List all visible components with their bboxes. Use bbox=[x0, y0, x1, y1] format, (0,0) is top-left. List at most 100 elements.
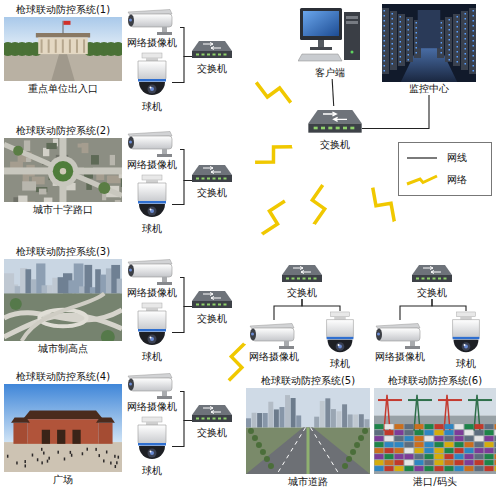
illustration-part bbox=[296, 415, 301, 427]
illustration-part bbox=[485, 448, 494, 453]
illustration-part bbox=[42, 430, 50, 444]
device-icon bbox=[308, 106, 362, 138]
illustration-part bbox=[460, 317, 472, 320]
network-switch: 交换机 bbox=[282, 262, 322, 299]
illustration-part bbox=[485, 454, 494, 459]
illustration-part bbox=[314, 417, 319, 428]
illustration-part bbox=[392, 43, 394, 45]
illustration-part bbox=[465, 38, 467, 40]
device-label: 球机 bbox=[142, 350, 162, 363]
illustration-part bbox=[207, 418, 210, 420]
illustration-part bbox=[218, 418, 221, 420]
illustration-part bbox=[475, 430, 484, 435]
illustration-part bbox=[362, 428, 368, 434]
device-icon bbox=[132, 416, 172, 464]
illustration-part bbox=[495, 466, 497, 471]
illustration-part bbox=[465, 18, 467, 20]
illustration-part bbox=[457, 31, 459, 33]
illustration-part bbox=[422, 278, 425, 280]
scene-photo: 枪球联动防控系统(3)城市制高点 bbox=[4, 245, 122, 355]
illustration-part bbox=[400, 56, 402, 58]
illustration-part bbox=[407, 176, 437, 184]
illustration-part bbox=[338, 344, 340, 346]
bullet-camera: 网络摄像机 bbox=[246, 320, 302, 363]
illustration-part bbox=[395, 454, 404, 459]
illustration-part bbox=[146, 308, 158, 311]
illustration-part bbox=[129, 383, 132, 386]
illustration-part bbox=[473, 60, 475, 62]
illustration-part bbox=[320, 401, 325, 428]
network-cable bbox=[180, 392, 192, 421]
illustration-part bbox=[211, 47, 221, 50]
illustration-part bbox=[384, 30, 386, 32]
illustration-part bbox=[375, 430, 384, 435]
illustration-part bbox=[441, 27, 443, 29]
illustration-part bbox=[142, 417, 162, 422]
illustration-part bbox=[4, 53, 122, 81]
illustration-part bbox=[435, 442, 444, 447]
illustration-part bbox=[13, 423, 27, 444]
wireless-link bbox=[306, 151, 330, 262]
illustration-part bbox=[433, 278, 436, 280]
illustration-part bbox=[415, 454, 424, 459]
illustration-part bbox=[408, 24, 410, 26]
illustration-part bbox=[408, 399, 432, 401]
illustration-part bbox=[485, 430, 494, 435]
illustration-part bbox=[32, 454, 34, 457]
device-icon bbox=[246, 320, 302, 350]
illustration-part bbox=[116, 461, 118, 464]
illustration-part bbox=[192, 405, 232, 422]
illustration-part bbox=[218, 178, 221, 180]
illustration-part bbox=[207, 178, 210, 180]
device-label: 球机 bbox=[142, 222, 162, 235]
illustration-part bbox=[405, 346, 420, 349]
illustration-part bbox=[150, 87, 152, 89]
illustration-part bbox=[23, 410, 103, 419]
legend-text: 网线 bbox=[447, 151, 467, 165]
legend-box: 网线网络 bbox=[398, 142, 492, 196]
illustration-part bbox=[118, 456, 120, 459]
illustration-part bbox=[297, 278, 300, 280]
illustration-part bbox=[469, 8, 476, 74]
illustration-part bbox=[224, 54, 227, 56]
illustration-part bbox=[382, 8, 389, 74]
legend-swatch bbox=[405, 174, 439, 186]
illustration-part bbox=[101, 275, 107, 294]
illustration-part bbox=[202, 418, 205, 420]
network-cable bbox=[172, 421, 192, 447]
bullet-camera: 网络摄像机 bbox=[124, 6, 180, 49]
illustration-part bbox=[385, 442, 394, 447]
illustration-part bbox=[465, 63, 467, 65]
illustration-part bbox=[196, 54, 199, 56]
illustration-part bbox=[425, 460, 434, 465]
illustration-part bbox=[455, 460, 464, 465]
device-label: 球机 bbox=[142, 100, 162, 113]
illustration-part bbox=[415, 466, 424, 471]
illustration-part bbox=[106, 450, 108, 453]
dome-camera: 球机 bbox=[132, 174, 172, 235]
illustration-part bbox=[336, 342, 345, 351]
illustration-part bbox=[455, 466, 464, 471]
illustration-part bbox=[495, 436, 497, 441]
device-icon bbox=[412, 262, 452, 286]
illustration-part bbox=[203, 407, 213, 410]
illustration-part bbox=[475, 466, 484, 471]
illustration-part bbox=[405, 466, 414, 471]
network-cable bbox=[432, 299, 466, 311]
illustration-part bbox=[384, 50, 386, 52]
illustration-part bbox=[71, 454, 73, 457]
illustration-part bbox=[62, 39, 64, 52]
illustration-part bbox=[475, 454, 484, 459]
illustration-part bbox=[473, 50, 475, 52]
wireless-link bbox=[232, 140, 308, 172]
scene-illustration bbox=[4, 138, 122, 202]
illustration-part bbox=[57, 430, 65, 444]
illustration-part bbox=[465, 43, 467, 45]
illustration-part bbox=[36, 33, 90, 37]
illustration-part bbox=[375, 454, 384, 459]
monitoring-center: 监控中心 bbox=[382, 4, 476, 95]
system-title: 枪球联动防控系统(6) bbox=[388, 374, 482, 387]
illustration-part bbox=[157, 396, 172, 399]
illustration-part bbox=[384, 65, 386, 67]
illustration-part bbox=[384, 40, 386, 42]
